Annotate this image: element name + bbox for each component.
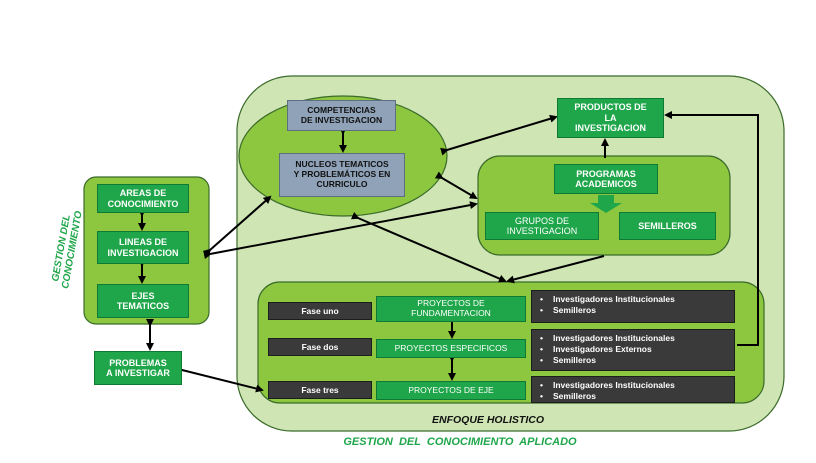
fase-uno-label: Fase uno (301, 306, 339, 316)
footer-title: GESTION DEL CONOCIMIENTO APLICADO (343, 436, 577, 448)
competencias-line-2: DE INVESTIGACION (300, 114, 383, 125)
list-item: Investigadores Institucionales (540, 380, 730, 391)
enfoque-holistico-label: ENFOQUE HOLISTICO (431, 414, 544, 426)
ejes-line-1: EJES (131, 290, 155, 301)
fase-uno-list: Investigadores Institucionales Semillero… (531, 290, 735, 323)
fase-uno-box[interactable]: Fase uno (268, 302, 372, 320)
list-item: Semilleros (540, 305, 730, 316)
ejes-line-2: TEMATICOS (116, 301, 170, 311)
productos-box[interactable]: PRODUCTOS DE LA INVESTIGACION (557, 98, 664, 138)
semilleros-label: SEMILLEROS (638, 220, 697, 231)
proyectos-especificos-label: PROYECTOS ESPECIFICOS (394, 342, 508, 353)
list-item: Semilleros (540, 355, 730, 366)
list-item: Investigadores Externos (540, 344, 730, 355)
proyecto-fund-line-1: PROYECTOS DE (417, 298, 485, 309)
nucleos-line-2: Y PROBLEMÁTICOS EN (293, 169, 391, 180)
nucleos-line-3: CURRICULO (316, 178, 368, 189)
proyectos-especificos-box[interactable]: PROYECTOS ESPECIFICOS (376, 339, 526, 358)
productos-line-1: PRODUCTOS DE (574, 102, 647, 113)
fase-tres-label: Fase tres (301, 385, 339, 395)
lineas-line-2: INVESTIGACION (107, 247, 179, 258)
arrow-oval-programas (434, 171, 478, 200)
ejes-tematicos-box[interactable]: EJES TEMATICOS (97, 284, 189, 318)
competencias-box[interactable]: COMPETENCIAS DE INVESTIGACION (287, 100, 396, 131)
fase-tres-list: Investigadores Institucionales Semillero… (531, 376, 735, 403)
green-down-arrow (590, 195, 622, 213)
productos-line-2: LA (604, 112, 617, 123)
areas-conocimiento-box[interactable]: AREAS DE CONOCIMIENTO (97, 184, 189, 213)
proyecto-fund-line-2: FUNDAMENTACION (411, 308, 491, 318)
areas-line-2: CONOCIMIENTO (107, 198, 179, 209)
problemas-line-1: PROBLEMAS (109, 357, 167, 368)
grupos-line-2: INVESTIGACION (506, 226, 578, 236)
arrow-oval-fases (350, 211, 507, 283)
semilleros-box[interactable]: SEMILLEROS (619, 212, 716, 240)
list-item: Investigadores Institucionales (540, 294, 730, 305)
arrow-feedback-loop (664, 111, 759, 346)
lineas-line-1: LINEAS DE (118, 237, 167, 248)
fase-dos-list: Investigadores Institucionales Investiga… (531, 329, 735, 371)
arrow-programas-fases (506, 255, 605, 284)
competencias-line-1: COMPETENCIAS (307, 104, 376, 115)
fase-dos-label: Fase dos (301, 342, 339, 352)
programas-line-1: PROGRAMAS (576, 168, 636, 179)
proyectos-eje-label: PROYECTOS DE EJE (408, 384, 494, 395)
productos-line-3: INVESTIGACION (574, 123, 646, 134)
arrow-oval-productos (440, 114, 558, 156)
nucleos-box[interactable]: NUCLEOS TEMATICOS Y PROBLEMÁTICOS EN CUR… (279, 153, 405, 197)
programas-line-2: ACADEMICOS (575, 179, 637, 189)
fase-dos-box[interactable]: Fase dos (268, 338, 372, 356)
programas-box[interactable]: PROGRAMAS ACADEMICOS (554, 164, 658, 194)
nucleos-line-1: NUCLEOS TEMATICOS (295, 159, 389, 170)
lineas-investigacion-box[interactable]: LINEAS DE INVESTIGACION (97, 231, 189, 264)
list-item: Semilleros (540, 391, 730, 402)
proyecto-fundamentacion-box[interactable]: PROYECTOS DE FUNDAMENTACION (376, 296, 526, 322)
list-item: Investigadores Institucionales (540, 333, 730, 344)
areas-line-1: AREAS DE (119, 188, 167, 199)
grupos-line-1: GRUPOS DE (514, 215, 569, 226)
fase-tres-box[interactable]: Fase tres (268, 381, 372, 399)
problemas-line-2: A INVESTIGAR (106, 368, 170, 378)
problemas-box[interactable]: PROBLEMAS A INVESTIGAR (94, 351, 182, 385)
proyectos-eje-box[interactable]: PROYECTOS DE EJE (376, 381, 526, 400)
grupos-box[interactable]: GRUPOS DE INVESTIGACION (485, 212, 599, 240)
arrow-problemas-fases (175, 364, 264, 393)
